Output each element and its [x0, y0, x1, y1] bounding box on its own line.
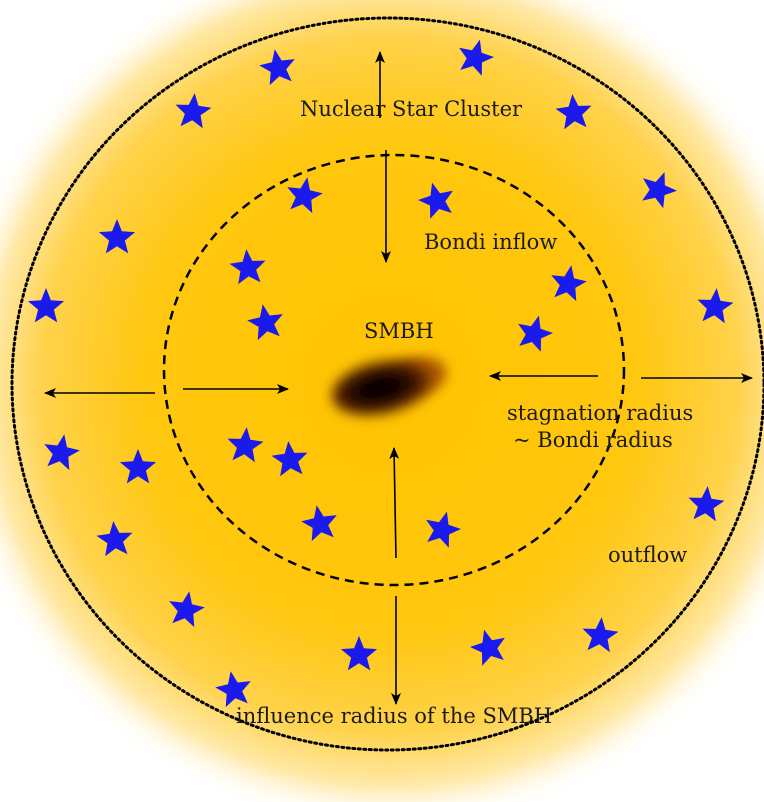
star-icon [518, 315, 553, 352]
star-icon [418, 182, 453, 219]
star-icon [459, 39, 494, 76]
star-icon [259, 49, 295, 86]
star-icon [98, 219, 136, 254]
star-icon [555, 94, 592, 130]
smbh-label: SMBH [364, 319, 434, 343]
star-icon [215, 671, 251, 708]
star-field [27, 39, 734, 708]
star-icon [247, 304, 283, 341]
inflow-label: Bondi inflow [424, 230, 557, 254]
star-icon [119, 449, 157, 484]
stagnation-label-line2: ~ Bondi radius [513, 428, 673, 452]
star-icon [470, 629, 505, 666]
flow-arrows [44, 51, 753, 705]
star-icon [96, 521, 133, 557]
stagnation-label-line1: stagnation radius [507, 401, 693, 425]
star-icon [340, 636, 378, 671]
cluster-label: Nuclear Star Cluster [300, 97, 523, 121]
star-icon [301, 505, 337, 542]
star-icon [582, 617, 619, 653]
star-icon [697, 288, 734, 324]
star-icon [642, 172, 677, 209]
smbh-blob [331, 357, 447, 417]
star-icon [551, 265, 587, 302]
star-icon [27, 288, 65, 323]
star-icon [44, 434, 80, 471]
star-icon [227, 427, 264, 463]
star-icon [287, 177, 323, 214]
outflow-label: outflow [608, 543, 687, 567]
star-icon [175, 93, 212, 129]
star-icon [688, 486, 725, 522]
influence-label: influence radius of the SMBH [236, 704, 552, 728]
bondi-radius-boundary [162, 153, 626, 587]
star-icon [229, 249, 266, 285]
influence-radius-boundary [10, 16, 764, 752]
arrow-bottom-inward [389, 447, 400, 559]
star-icon [169, 591, 205, 628]
star-icon [426, 511, 461, 548]
star-icon [271, 441, 308, 477]
